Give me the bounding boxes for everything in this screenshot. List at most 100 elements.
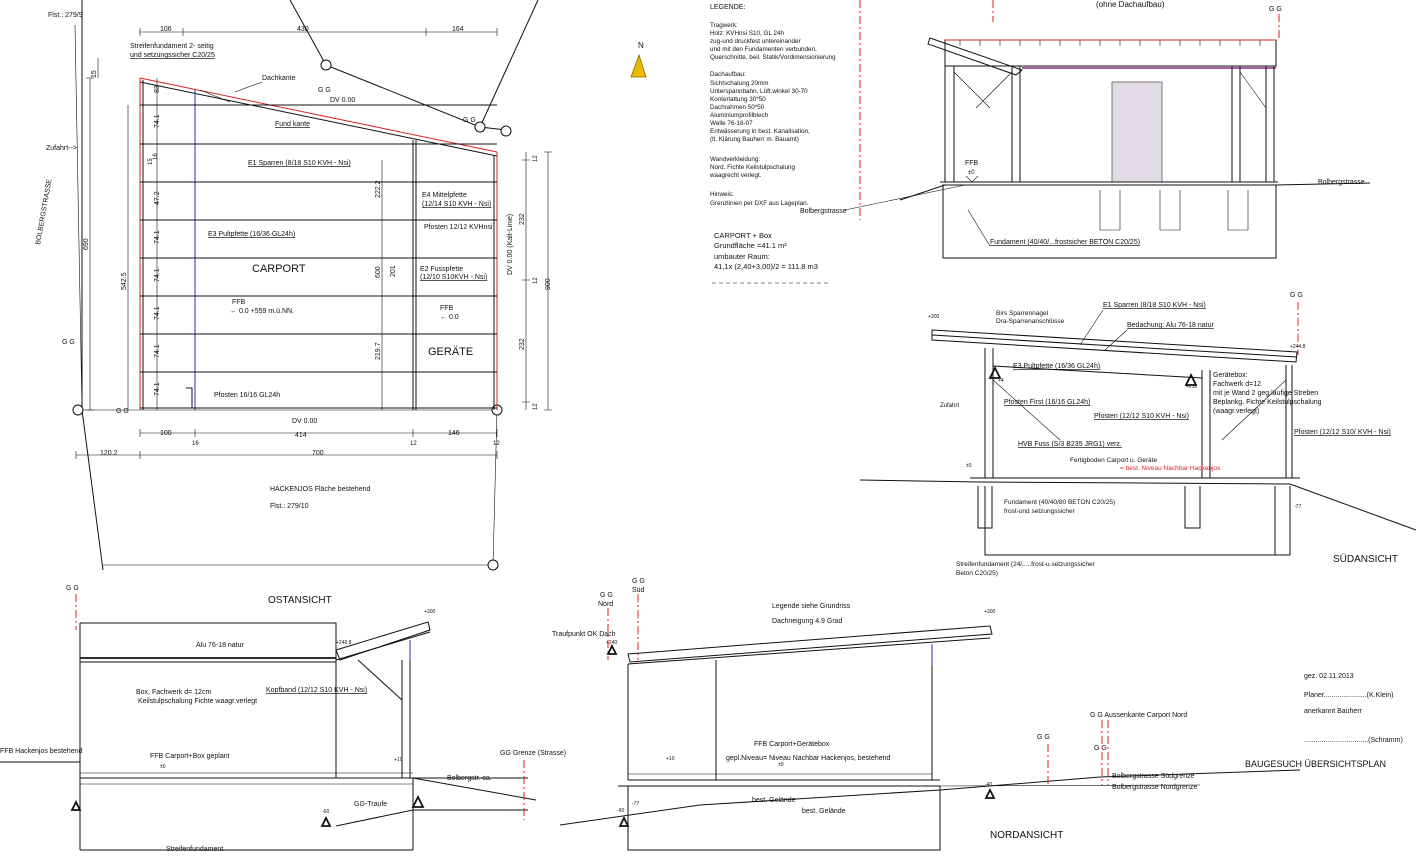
south-roofing: Bedachung: Alu 76-18 natur: [1127, 322, 1214, 329]
south-gg: G G: [1290, 292, 1303, 299]
south-box-4: Beplankg. Fichte Keilstulpschalung: [1213, 399, 1322, 406]
roof-edge-label: Dachkante: [262, 75, 296, 82]
north-ground-label-2: best. Gelände: [802, 808, 846, 815]
north-sued-label: Süd: [632, 587, 645, 594]
west-leader: [844, 184, 966, 211]
gg-label-3: G G: [62, 339, 75, 346]
north-street-south: Bolbergstrasse Südgrenze: [1112, 773, 1195, 780]
ffb-label: FFB: [232, 299, 246, 306]
dim-top-2: 430: [297, 26, 309, 33]
roof-edge-red: [139, 77, 498, 153]
dim-bottom-16: 16: [192, 441, 199, 447]
north-street-north: Bolbergstrasse Nordgrenze: [1112, 784, 1197, 791]
legend-line: Sichtschalung 20mm: [710, 80, 768, 87]
north-foundation: [618, 785, 941, 851]
dim-12-b: 12: [533, 277, 539, 284]
dv-top-label: DV 0.00: [330, 97, 355, 104]
north-ground-2: [939, 784, 1201, 787]
east-street: Bolbergstr. ca.: [447, 775, 492, 782]
south-level: +244.8: [1290, 344, 1306, 350]
south-level: ±0: [966, 463, 972, 469]
span-1: 74.1: [154, 114, 161, 128]
planner: Planer......................(K.Klein): [1304, 692, 1393, 699]
west-foundation-label: Fundament (40/40/...frostsicher BETON C2…: [990, 239, 1140, 246]
south-leader: [1079, 309, 1104, 346]
south-strip: Streifenfundament (24/.....frost-u.setzu…: [956, 561, 1096, 568]
client-ack: anerkannt Bauherr: [1304, 708, 1363, 715]
dv-bottom-label: DV 0.00: [292, 418, 317, 425]
north-title: NORDANSICHT: [990, 830, 1063, 841]
south-level: +300: [928, 314, 939, 320]
south-foundation-2: frost-und setzungssicher: [1004, 508, 1076, 515]
ffb-label-2: FFB: [440, 305, 454, 312]
east-box-top: [80, 622, 337, 778]
east-box-outline: [79, 623, 414, 850]
legend-line: Nord. Fichte Keilstulpschalung: [710, 164, 796, 171]
legend: LEGENDE: Tragwerk: Holz: KVHnsi S10, GL …: [709, 0, 994, 284]
dimension-line-top: [139, 28, 498, 36]
legend-line: Hinweis:: [710, 191, 734, 198]
south-box-3: mit je Wand 2 geg.läufige Streben: [1213, 390, 1318, 397]
gg-label-2: G G: [463, 117, 476, 124]
west-footings: [1099, 190, 1249, 231]
floor-plan: Flst.: 279/9 106 430 164 Streifenfundame…: [35, 0, 647, 571]
small-dim-b: 16: [153, 153, 159, 160]
span-6: 74.1: [154, 344, 161, 358]
south-strip-foundation: [984, 486, 1290, 556]
level-marker-icon: [411, 794, 425, 808]
boundary-line-top: [289, 0, 327, 66]
legend-line: Aluminiumprofilblech: [710, 112, 769, 119]
legend-line: Wandverkleidung:: [710, 156, 760, 163]
north-legend-ref: Legende siehe Grundriss: [772, 603, 851, 610]
west-posts: [944, 66, 1275, 182]
neighbour-label: HACKENJOS Fläche bestehend: [270, 486, 370, 493]
span-2: 47.2: [154, 191, 161, 205]
east-title: OSTANSICHT: [268, 595, 332, 606]
north-level-240: +240: [606, 640, 617, 646]
purlin-label: E3 Pultpfette (16/36 GL24h): [208, 231, 295, 238]
east-level: +240.8: [336, 640, 352, 646]
north-gg-nord: G G: [600, 592, 613, 599]
level-marker-icon: [618, 815, 630, 827]
post-detail: [186, 387, 193, 408]
north-ffb: FFB Carport+Gerätebox: [754, 741, 830, 748]
north-eaves-point: Traufpunkt OK Dach: [552, 631, 616, 638]
rafter-label: E1 Sparren (8/18 S10 KVH - Nsi): [248, 160, 351, 167]
south-posts: [984, 348, 1293, 478]
dim-line-bottom-2: [75, 451, 498, 459]
north-arrow-icon: [630, 53, 647, 78]
north-nord-label: Nord: [598, 601, 613, 608]
south-box-5: (waagr.verlegt): [1213, 408, 1259, 415]
east-level: ±0: [160, 764, 166, 770]
street-label: BOLBERGSTRASSE: [35, 178, 54, 245]
legend-line: Querschnitte, beil. Statik/Vordimensioni…: [710, 54, 836, 61]
access-label: Zufahrt-->: [46, 145, 77, 152]
east-box-2: Keilstulpschalung Fichte waagr.verlegt: [138, 698, 257, 705]
legend-line: Welle 76-18-07: [710, 120, 753, 127]
east-ffb-neighbour: FFB Hackenjos bestehend: [0, 748, 83, 755]
carport-label: CARPORT: [252, 263, 306, 275]
level-marker-icon: [988, 365, 1002, 379]
south-foundation: Fundament (40/40/80 BETON C20/25): [1004, 499, 1115, 506]
dim-690: 690: [83, 238, 90, 250]
north-roof: [627, 625, 993, 663]
client-name: .................................(Schram…: [1304, 737, 1403, 744]
east-eaves: GG-Traufe: [354, 801, 387, 808]
east-ffb-carport: FFB Carport+Box geplant: [150, 753, 230, 760]
box-wall: [412, 140, 417, 410]
dim-line-900: [544, 151, 552, 411]
tool-room-label: GERÄTE: [428, 346, 473, 358]
west-street-2: Bolbergstrasse: [800, 208, 847, 215]
parcel-number-top: Flst.: 279/9: [48, 12, 83, 19]
west-ffb: FFB: [965, 160, 979, 167]
small-dim-a: 15: [148, 158, 154, 165]
east-elevation: G G OSTANSICHT Alu 76-18 natur Box, Fach…: [0, 585, 566, 853]
dim-bottom-1202: 120.2: [100, 450, 118, 457]
north-posts: [627, 644, 933, 780]
west-ground: [899, 182, 1371, 201]
north-level-300: +300: [984, 609, 995, 615]
dim-2222: 222.2: [375, 180, 382, 198]
dim-600: 600: [375, 266, 382, 278]
span-3: 74.1: [154, 230, 161, 244]
